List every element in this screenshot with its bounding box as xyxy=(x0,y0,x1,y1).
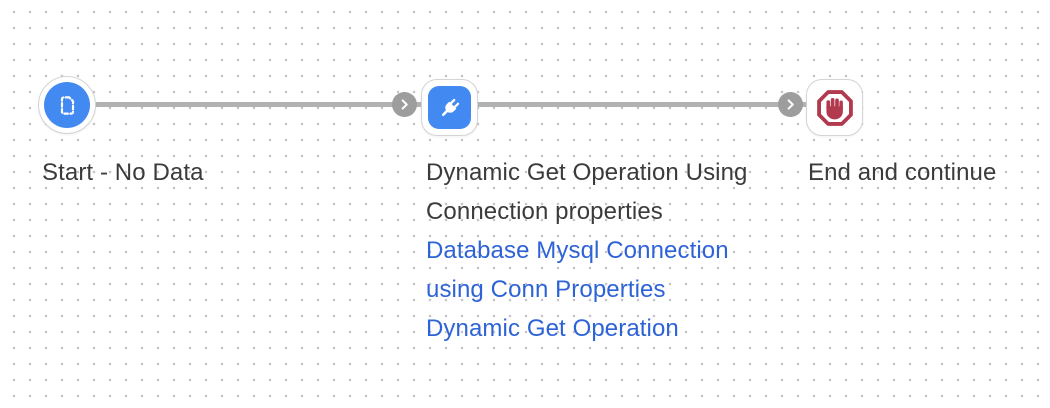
connector-line-start-to-operation xyxy=(95,102,425,107)
node-end-label: End and continue xyxy=(808,159,997,186)
document-dashed-icon xyxy=(44,82,90,128)
chevron-right-icon[interactable] xyxy=(778,92,803,117)
node-start-label: Start - No Data xyxy=(42,159,204,186)
chevron-right-icon[interactable] xyxy=(392,92,417,117)
node-end[interactable] xyxy=(806,79,863,136)
node-operation-labels: Dynamic Get Operation Using Connection p… xyxy=(426,153,788,348)
operation-link[interactable]: Dynamic Get Operation xyxy=(426,315,679,342)
stop-hand-icon xyxy=(813,86,856,129)
connector-line-operation-to-end xyxy=(477,102,810,107)
node-operation[interactable] xyxy=(421,79,478,136)
plug-icon xyxy=(428,86,471,129)
node-operation-label: Dynamic Get Operation Using Connection p… xyxy=(426,159,748,225)
connection-link[interactable]: Database Mysql Connection using Conn Pro… xyxy=(426,237,729,303)
node-start[interactable] xyxy=(38,76,96,134)
